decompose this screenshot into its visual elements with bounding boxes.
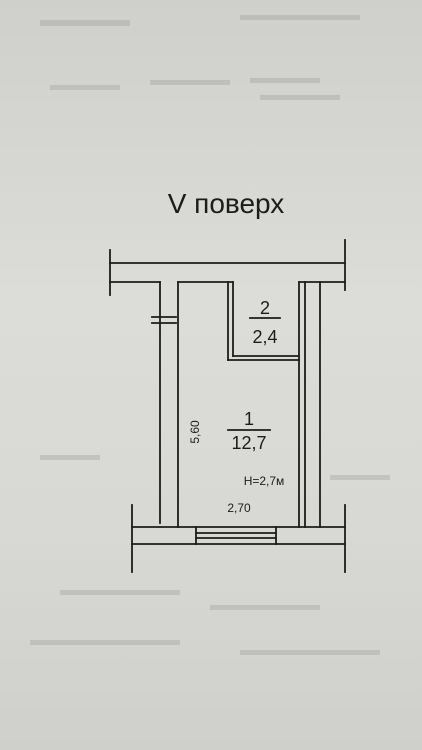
bleed-line	[330, 475, 390, 480]
bleed-line	[260, 95, 340, 100]
bleed-line	[40, 20, 130, 26]
bleed-line	[210, 605, 320, 610]
bleed-line	[60, 590, 180, 595]
room-2-area: 2,4	[252, 327, 277, 347]
room-1-area: 12,7	[231, 433, 266, 453]
bleed-line	[240, 650, 380, 655]
bleed-line	[250, 78, 320, 83]
background-bleed-text	[30, 15, 390, 655]
ceiling-height: H=2,7м	[244, 474, 285, 488]
bleed-line	[40, 455, 100, 460]
wall-lines	[109, 239, 346, 573]
room-2-number: 2	[260, 298, 270, 318]
room-length-dimension: 5,60	[188, 420, 202, 444]
bleed-line	[240, 15, 360, 20]
room-width-dimension: 2,70	[227, 501, 251, 515]
bleed-line	[50, 85, 120, 90]
bleed-line	[30, 640, 180, 645]
bleed-line	[150, 80, 230, 85]
floor-title: V поверх	[168, 188, 285, 219]
room-1-number: 1	[244, 409, 254, 429]
